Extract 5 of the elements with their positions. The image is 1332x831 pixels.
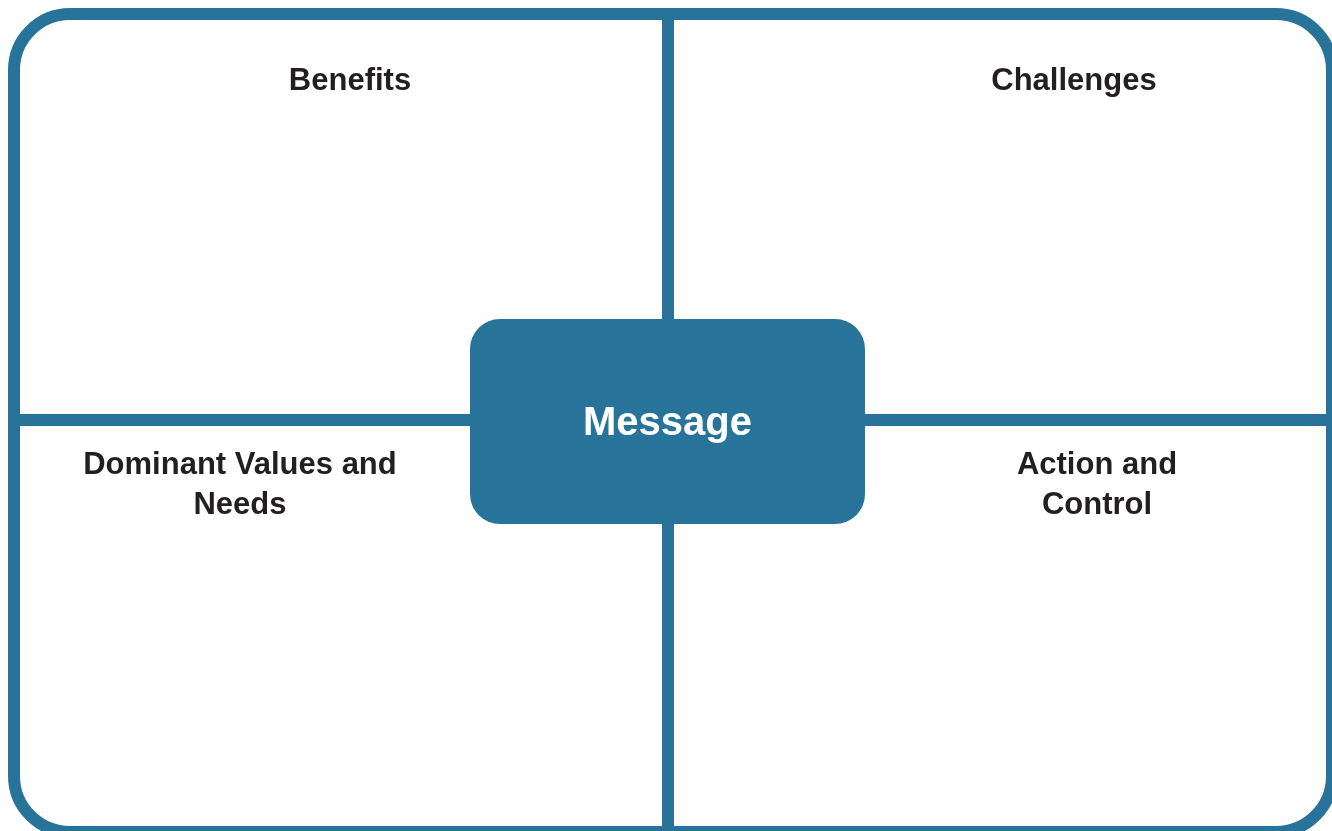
quadrant-heading: Benefits — [287, 61, 413, 99]
quadrant-heading: Dominant Values and Needs — [82, 445, 398, 523]
message-box: Message — [470, 319, 865, 524]
quadrant-heading: Challenges — [990, 61, 1158, 99]
quadrant-heading: Action and Control — [1015, 445, 1179, 523]
